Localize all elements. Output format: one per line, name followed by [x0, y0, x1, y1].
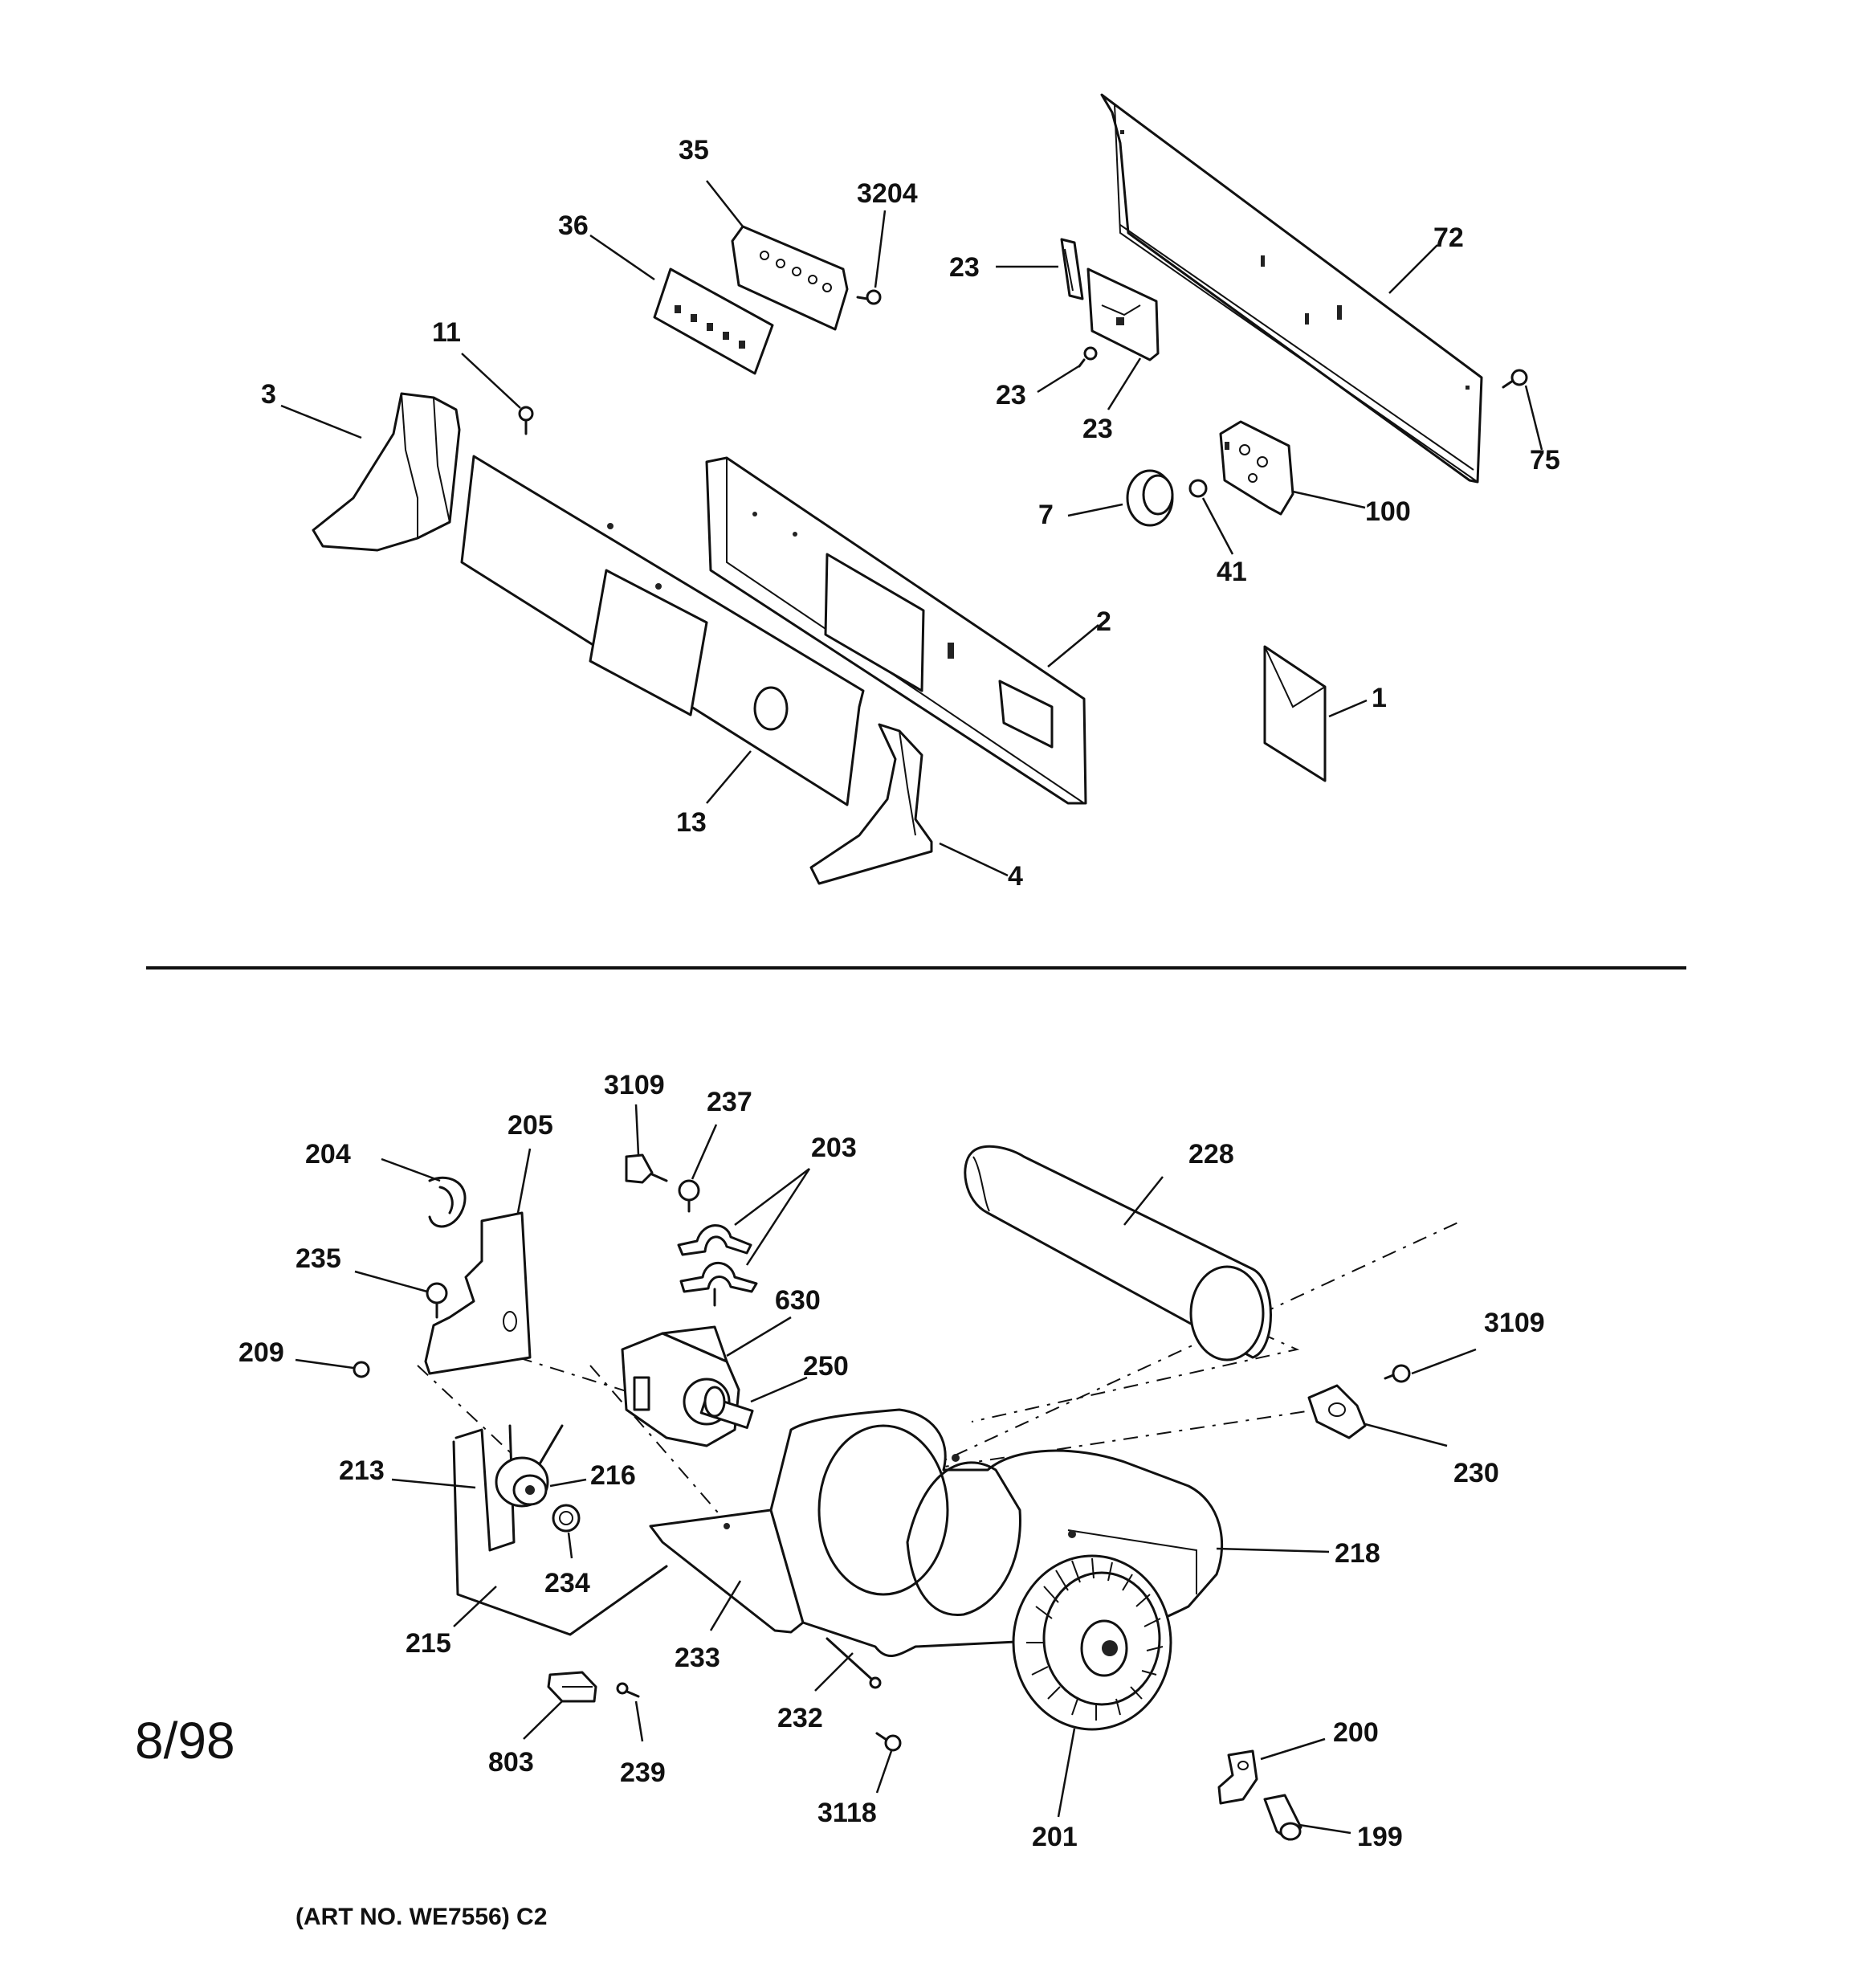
callout-3109: 3109 — [604, 1070, 665, 1100]
part-203-motor-strap-upper — [677, 1224, 752, 1256]
date-stamp: 8/98 — [135, 1712, 235, 1770]
art-number: (ART NO. WE7556) C2 — [296, 1904, 548, 1930]
part-3118-screw — [875, 1732, 902, 1752]
callout-75: 75 — [1530, 445, 1560, 476]
callout-228: 228 — [1188, 1139, 1234, 1170]
part-228-exhaust-duct — [964, 1145, 1272, 1361]
part-11-screw — [518, 406, 534, 435]
callout-23: 23 — [1082, 414, 1113, 444]
callout-630: 630 — [775, 1285, 821, 1316]
part-803-door-switch — [547, 1671, 597, 1703]
part-234-bushing — [552, 1504, 581, 1533]
callout-11: 11 — [432, 317, 461, 348]
part-232-bolt — [826, 1637, 882, 1689]
callout-237: 237 — [707, 1087, 752, 1117]
callout-204: 204 — [305, 1139, 351, 1170]
part-215-idler-rod — [452, 1440, 668, 1636]
callout-3118: 3118 — [817, 1798, 877, 1828]
callout-209: 209 — [238, 1337, 284, 1368]
part-36-keypad-overlay — [653, 267, 774, 375]
part-200-bracket — [1217, 1749, 1258, 1805]
callout-803: 803 — [488, 1747, 534, 1778]
callout-35: 35 — [679, 135, 709, 165]
callout-3204: 3204 — [857, 178, 918, 209]
callout-36: 36 — [558, 210, 589, 241]
part-3109-screw — [1384, 1364, 1411, 1383]
callout-23: 23 — [996, 380, 1026, 410]
callout-3109: 3109 — [1484, 1308, 1545, 1338]
part-1-literature-envelope — [1263, 645, 1327, 782]
callout-233: 233 — [675, 1643, 720, 1673]
part-209-nut — [353, 1361, 370, 1378]
callout-232: 232 — [777, 1703, 823, 1733]
part-72-backsplash-panel — [1100, 93, 1483, 484]
part-23-screw — [1078, 346, 1098, 368]
part-237-screw — [678, 1179, 700, 1213]
part-230-blower-clip — [1307, 1384, 1367, 1439]
callout-199: 199 — [1357, 1822, 1403, 1852]
part-75-screw — [1502, 369, 1528, 389]
part-13-control-panel-front — [460, 455, 865, 806]
part-3204-screw — [856, 289, 882, 305]
callout-235: 235 — [296, 1243, 341, 1274]
part-23-bracket — [1060, 238, 1084, 300]
part-239-screw — [616, 1682, 640, 1698]
callout-1: 1 — [1372, 683, 1387, 713]
callout-41: 41 — [1217, 557, 1247, 587]
callout-13: 13 — [676, 807, 707, 838]
part-41-knob-clip — [1188, 479, 1208, 498]
part-205-motor-bracket — [424, 1211, 532, 1375]
callout-218: 218 — [1335, 1538, 1380, 1569]
part-201-blower-wheel — [1012, 1554, 1172, 1731]
callout-labels: 35 3204 36 23 72 11 3 23 23 75 7 100 41 … — [238, 135, 1560, 1852]
callout-250: 250 — [803, 1351, 849, 1382]
callout-2: 2 — [1096, 606, 1111, 637]
callout-203: 203 — [811, 1133, 857, 1163]
part-250-motor-pulley-shaft — [699, 1386, 754, 1429]
part-216-idler-pulley — [495, 1456, 549, 1508]
callout-205: 205 — [508, 1110, 553, 1141]
callout-4: 4 — [1008, 861, 1023, 892]
part-3-left-endcap — [312, 392, 461, 552]
callout-213: 213 — [339, 1455, 385, 1486]
callout-3: 3 — [261, 379, 276, 410]
part-35-switch-housing — [731, 225, 849, 331]
callout-100: 100 — [1365, 496, 1411, 527]
callout-216: 216 — [590, 1460, 636, 1491]
part-2-control-panel-frame — [705, 456, 1087, 805]
callout-201: 201 — [1032, 1822, 1078, 1852]
callout-239: 239 — [620, 1757, 666, 1788]
part-23-control-board — [1086, 267, 1160, 361]
part-4-right-endcap — [809, 723, 933, 885]
callout-200: 200 — [1333, 1717, 1379, 1748]
part-204-clip — [428, 1176, 467, 1228]
part-3109-thermal-fuse — [625, 1153, 668, 1184]
callout-23: 23 — [949, 252, 980, 283]
callout-234: 234 — [544, 1568, 590, 1598]
part-235-screw — [426, 1282, 448, 1319]
part-7-knob — [1126, 469, 1174, 527]
callout-72: 72 — [1433, 222, 1464, 253]
callout-230: 230 — [1453, 1458, 1499, 1488]
part-630-drive-motor — [621, 1325, 740, 1447]
callout-7: 7 — [1038, 500, 1054, 530]
part-199-bolt — [1263, 1794, 1302, 1841]
callout-215: 215 — [406, 1628, 451, 1659]
part-203-motor-strap-lower — [679, 1261, 758, 1307]
part-100-timer — [1219, 420, 1294, 516]
leader-lines — [280, 180, 1543, 1835]
